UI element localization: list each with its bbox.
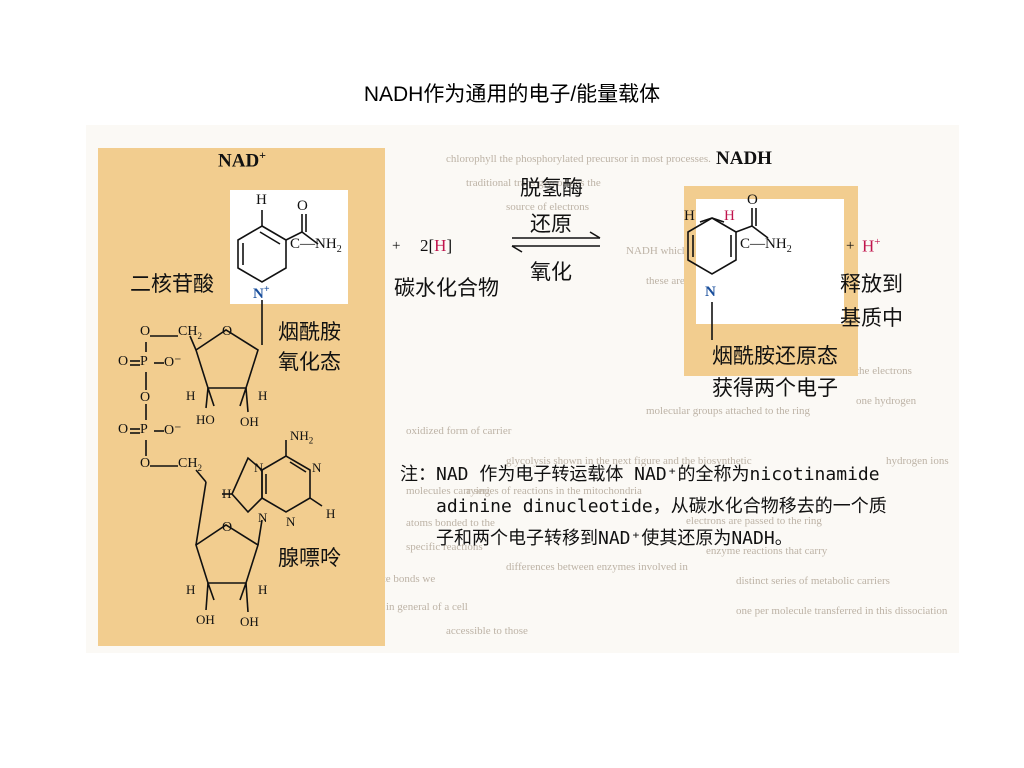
- note-line-1: 注：NAD 作为电子转运载体 NAD⁺的全称为nicotinamide: [400, 464, 880, 485]
- release-label-2: 基质中: [840, 306, 903, 330]
- atom-oh: OH: [240, 414, 259, 429]
- atom-n-plus: N+: [253, 284, 270, 302]
- atom-n: N: [705, 284, 716, 300]
- page-title: NADH作为通用的电子/能量载体: [363, 83, 661, 106]
- atom-o: O: [140, 390, 151, 405]
- nad-plus-label: NAD+: [218, 148, 267, 172]
- atom-o: O: [747, 192, 758, 208]
- nicotinamide-reduced-box: [696, 199, 844, 324]
- note-line-3: 子和两个电子转移到NAD⁺使其还原为NADH。: [436, 528, 793, 549]
- atom-oh: OH: [240, 614, 259, 629]
- atom-p: P: [140, 354, 148, 369]
- atom-o: O: [222, 520, 233, 535]
- atom-h: H: [684, 208, 695, 224]
- atom-h: H: [186, 388, 196, 403]
- oxidation-label: 氧化: [530, 260, 572, 284]
- nadh-label: NADH: [716, 148, 772, 169]
- atom-nh2: NH2: [290, 428, 314, 446]
- atom-oh: OH: [196, 612, 215, 627]
- atom-ch2: CH2: [178, 456, 202, 473]
- h-plus: H+: [862, 236, 881, 256]
- atom-n: N: [312, 460, 322, 475]
- atom-c: C—NH2: [740, 236, 792, 255]
- two-hydrogen: 2[H]: [420, 236, 453, 255]
- dinucleotide-label: 二核苷酸: [130, 272, 214, 296]
- atom-n: N: [286, 514, 296, 529]
- atom-h: H: [326, 506, 336, 521]
- atom-h: H: [258, 388, 268, 403]
- nicotinamide-oxidized-label-1: 烟酰胺: [278, 320, 341, 344]
- atom-n: N: [258, 510, 268, 525]
- carbohydrate-label: 碳水化合物: [394, 276, 499, 300]
- atom-o: O: [140, 456, 151, 471]
- plus-sign: +: [392, 238, 401, 254]
- reduction-label: 还原: [530, 212, 572, 236]
- atom-ho: HO: [196, 412, 215, 427]
- enzyme-label: 脱氢酶: [520, 176, 583, 200]
- release-label-1: 释放到: [840, 272, 903, 296]
- atom-o-minus: O⁻: [164, 423, 182, 438]
- atom-c: C—NH2: [290, 236, 342, 255]
- atom-o: O: [118, 422, 129, 437]
- atom-o: O: [140, 324, 151, 339]
- nicotinamide-oxidized-box: [230, 190, 348, 304]
- nicotinamide-reduced-label-2: 获得两个电子: [712, 376, 838, 400]
- atom-h: H: [258, 582, 268, 597]
- plus-sign: +: [846, 238, 855, 254]
- atom-o: O: [222, 324, 233, 339]
- atom-h: H: [256, 192, 267, 208]
- atom-o-minus: O⁻: [164, 355, 182, 370]
- atom-ch2: CH2: [178, 324, 202, 341]
- atom-o: O: [297, 198, 308, 214]
- nicotinamide-oxidized-label-2: 氧化态: [278, 350, 341, 374]
- note-line-2: adinine dinucleotide，从碳水化合物移去的一个质: [436, 496, 887, 517]
- atom-o: O: [118, 354, 129, 369]
- nicotinamide-reduced-label-1: 烟酰胺还原态: [712, 344, 838, 368]
- atom-h-added: H: [724, 208, 735, 224]
- atom-n: N: [254, 460, 264, 475]
- adenine-label: 腺嘌呤: [278, 546, 341, 570]
- atom-h: H: [222, 486, 232, 501]
- atom-p: P: [140, 422, 148, 437]
- atom-h: H: [186, 582, 196, 597]
